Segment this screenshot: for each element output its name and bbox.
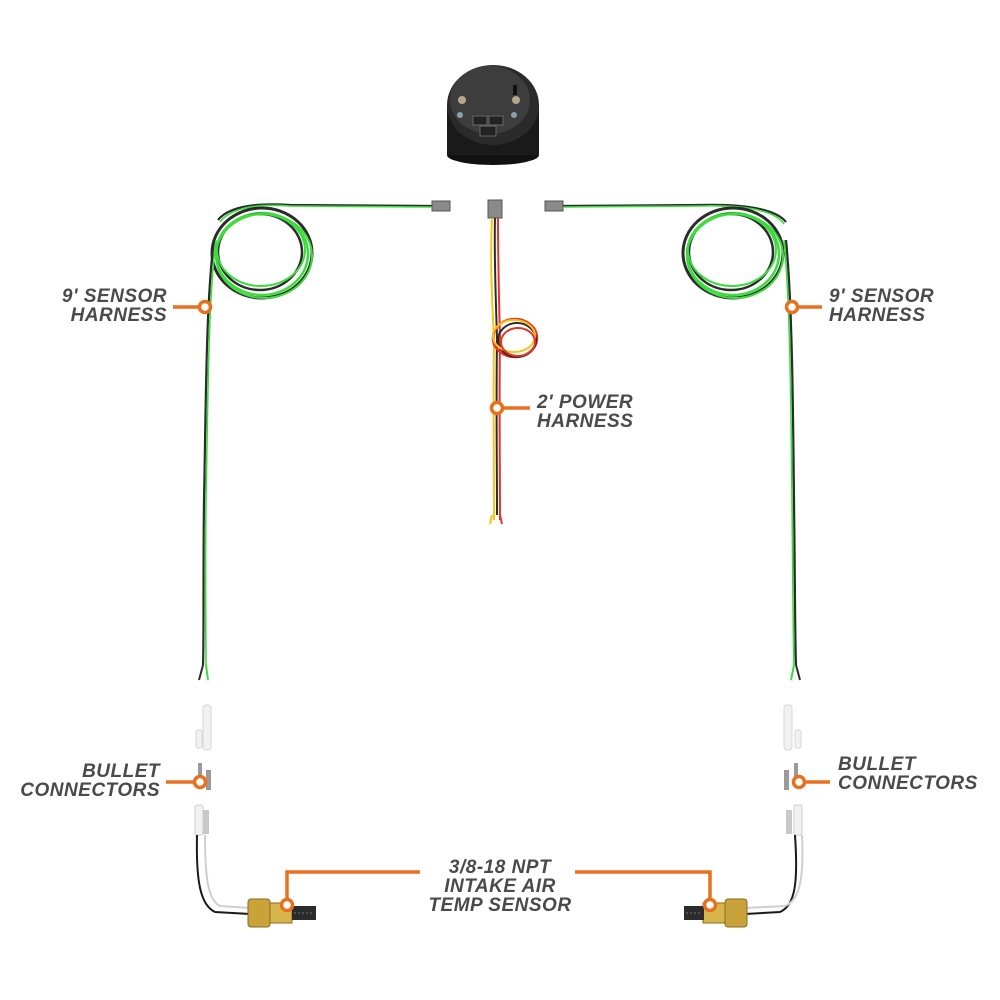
left-temp-sensor	[195, 834, 316, 928]
power-harness	[487, 199, 539, 525]
left-bullet-connectors	[194, 704, 212, 836]
right-bullet-connectors-label: BULLET CONNECTORS	[838, 754, 978, 794]
gauge	[447, 65, 539, 165]
left-sensor-harness	[198, 200, 451, 681]
screw-icon	[458, 96, 466, 104]
left-bullet-connectors-label: BULLET CONNECTORS	[20, 761, 160, 801]
power-harness-label: 2' POWER HARNESS	[537, 392, 634, 432]
right-bullet-connectors	[783, 704, 803, 836]
right-sensor-harness	[544, 200, 801, 681]
screw-icon	[512, 96, 520, 104]
left-sensor-harness-label: 9' SENSOR HARNESS	[61, 286, 167, 326]
right-sensor-harness-label: 9' SENSOR HARNESS	[829, 286, 935, 326]
temp-sensor-label: 3/8-18 NPT INTAKE AIR TEMP SENSOR	[428, 857, 572, 916]
right-temp-sensor	[684, 834, 804, 928]
callouts	[166, 299, 830, 913]
